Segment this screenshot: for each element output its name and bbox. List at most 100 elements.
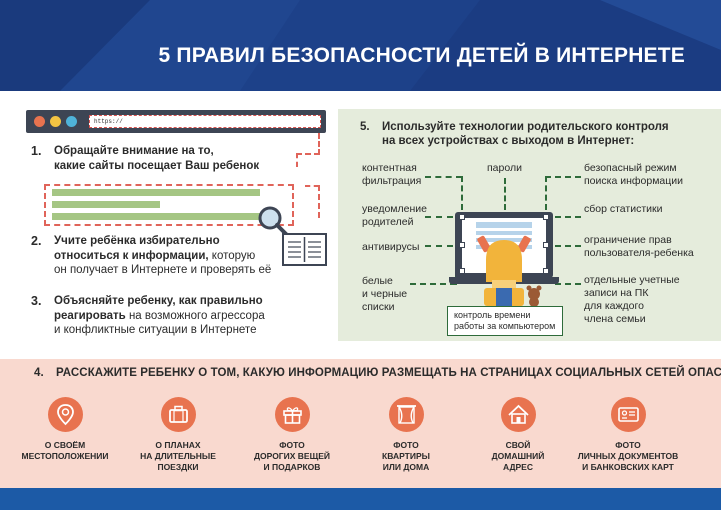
social-item-label: ФОТО — [393, 440, 419, 450]
social-item-label: АДРЕС — [503, 462, 533, 472]
social-item-label: КВАРТИРЫ — [382, 451, 430, 461]
minimize-dot-icon — [50, 116, 61, 127]
content-bar — [52, 189, 260, 196]
label-antivirus: антивирусы — [362, 241, 420, 253]
corner-marker-icon — [459, 214, 465, 220]
dashed-connector — [425, 245, 453, 247]
label-notify-parents: уведомление родителей — [362, 203, 427, 228]
corner-marker-icon — [459, 242, 465, 248]
social-item-label: ФОТО — [279, 440, 305, 450]
rule-3: 3. Объясняйте ребенку, как правильно реа… — [31, 294, 331, 338]
label-restrict-rights: ограничение прав пользователя-ребенка — [584, 234, 694, 259]
social-item-label: МЕСТОПОЛОЖЕНИИ — [21, 451, 109, 461]
dashed-connector — [425, 216, 453, 218]
social-item-label: НА ДЛИТЕЛЬНЫЕ — [140, 451, 216, 461]
rule-text: какие сайты посещает Ваш ребенок — [54, 159, 260, 172]
social-item-location: О СВОЁМ МЕСТОПОЛОЖЕНИИ — [5, 397, 125, 462]
id-card-icon — [610, 397, 646, 432]
social-item-address: СВОЙ ДОМАШНИЙ АДРЕС — [458, 397, 578, 473]
header-pattern — [0, 0, 721, 91]
rule-number: 3. — [31, 294, 42, 308]
social-item-label: ЛИЧНЫХ ДОКУМЕНТОВ — [577, 451, 679, 461]
dashed-connector — [555, 283, 581, 285]
footer-bar — [0, 488, 721, 510]
social-section — [0, 359, 721, 488]
gift-icon — [274, 397, 310, 432]
corner-marker-icon — [543, 242, 549, 248]
rule-text: Обращайте внимание на то, — [54, 145, 214, 157]
label-separate-accounts: отдельные учетные записи на ПК для каждо… — [584, 274, 680, 325]
social-heading-text: РАССКАЖИТЕ РЕБЕНКУ О ТОМ, КАКУЮ ИНФОРМАЦ… — [56, 367, 721, 379]
panel-heading-text: Используйте технологии родительского кон… — [382, 121, 669, 133]
social-item-label: ФОТО — [615, 440, 641, 450]
time-control-box: контроль времени работы за компьютером — [447, 306, 563, 336]
open-book-icon — [282, 233, 327, 266]
corner-marker-icon — [543, 268, 549, 274]
social-item-label: СВОЙ — [505, 440, 531, 450]
rule-number: 2. — [31, 234, 42, 248]
social-item-label: О СВОЁМ — [44, 440, 86, 450]
dashed-connector — [504, 178, 506, 210]
dashed-frame — [44, 184, 294, 226]
rule-2: 2. Учите ребёнка избирательно относиться… — [31, 234, 291, 278]
dashed-connector — [461, 176, 463, 210]
dashed-connector — [545, 176, 547, 210]
rule-text: которую — [208, 249, 256, 262]
social-item-apartment: ФОТО КВАРТИРЫ ИЛИ ДОМА — [346, 397, 466, 473]
house-icon — [500, 397, 536, 432]
window-curtains-icon — [388, 397, 424, 432]
label-passwords: пароли — [487, 162, 522, 174]
rule-1: 1. Обращайте внимание на то, какие сайты… — [31, 144, 331, 174]
child-figure-icon — [477, 235, 542, 306]
close-dot-icon — [34, 116, 45, 127]
dashed-connector — [318, 133, 320, 155]
content-bar — [52, 213, 260, 220]
dashed-connector — [318, 185, 320, 218]
social-heading: 4. РАССКАЖИТЕ РЕБЕНКУ О ТОМ, КАКУЮ ИНФОРМ… — [34, 367, 721, 379]
social-item-label: О ПЛАНАХ — [155, 440, 201, 450]
dashed-connector — [555, 216, 581, 218]
social-item-gifts: ФОТО ДОРОГИХ ВЕЩЕЙ И ПОДАРКОВ — [232, 397, 352, 473]
dashed-connector — [296, 153, 298, 167]
dashed-connector — [305, 185, 319, 187]
dashed-connector — [425, 176, 462, 178]
dashed-connector — [555, 245, 581, 247]
social-item-label: ДОМАШНИЙ — [491, 451, 545, 461]
rule-number: 1. — [31, 144, 42, 158]
location-pin-icon — [47, 397, 83, 432]
page-title: 5 ПРАВИЛ БЕЗОПАСНОСТИ ДЕТЕЙ В ИНТЕРНЕТЕ — [158, 44, 685, 67]
panel-heading-text: на всех устройствах с выходом в Интернет… — [382, 135, 635, 147]
social-item-trips: О ПЛАНАХ НА ДЛИТЕЛЬНЫЕ ПОЕЗДКИ — [118, 397, 238, 473]
social-item-label: ИЛИ ДОМА — [382, 462, 430, 472]
dashed-connector — [410, 283, 456, 285]
rule-text: на возможного агрессора — [125, 309, 265, 322]
dashed-connector — [545, 176, 581, 178]
social-item-documents: ФОТО ЛИЧНЫХ ДОКУМЕНТОВ И БАНКОВСКИХ КАРТ — [568, 397, 688, 473]
corner-marker-icon — [459, 268, 465, 274]
rule-text-bold: относиться к информации, — [54, 249, 209, 262]
label-white-black-lists: белые и черные списки — [362, 275, 408, 313]
maximize-dot-icon — [66, 116, 77, 127]
rule-text-bold: реагировать — [54, 309, 126, 322]
rule-text: Объясняйте ребенку, как правильно — [54, 295, 263, 307]
suitcase-icon — [160, 397, 196, 432]
magnifier-icon — [258, 206, 288, 236]
social-item-label: И БАНКОВСКИХ КАРТ — [582, 462, 674, 472]
social-item-label: ДОРОГИХ ВЕЩЕЙ — [253, 451, 331, 461]
corner-marker-icon — [543, 214, 549, 220]
browser-window: https:// — [26, 110, 326, 133]
label-statistics: сбор статистики — [584, 203, 663, 215]
rule-number: 4. — [34, 367, 44, 379]
social-item-label: И ПОДАРКОВ — [263, 462, 321, 472]
content-bar — [52, 201, 160, 208]
rule-text: Учите ребёнка избирательно — [54, 235, 220, 247]
label-content-filter: контентная фильтрация — [362, 162, 422, 187]
social-item-label: ПОЕЗДКИ — [157, 462, 199, 472]
address-bar: https:// — [89, 115, 321, 128]
rule-number: 5. — [360, 121, 370, 133]
rule-text: и конфликтные ситуации в Интернете — [54, 324, 257, 336]
header-banner: 5 ПРАВИЛ БЕЗОПАСНОСТИ ДЕТЕЙ В ИНТЕРНЕТЕ — [0, 0, 721, 91]
dashed-connector — [296, 153, 320, 155]
label-safe-search: безопасный режим поиска информации — [584, 162, 684, 187]
rule-text: он получает в Интернете и проверять её — [54, 264, 272, 276]
